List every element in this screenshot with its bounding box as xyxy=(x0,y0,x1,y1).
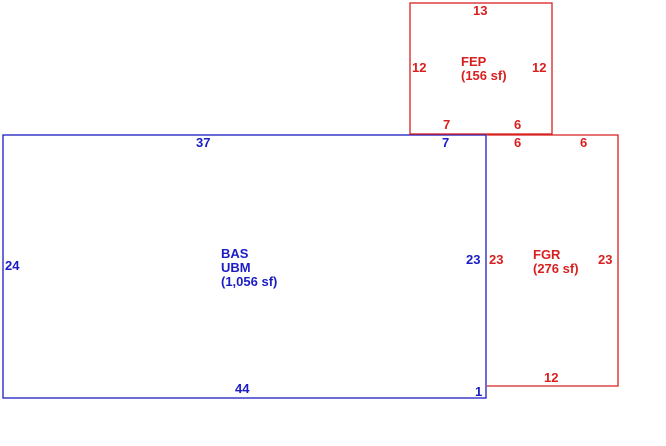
dim-fep-top: 13 xyxy=(473,3,488,18)
dim-fep-left: 12 xyxy=(412,60,427,75)
dim-bas-bottom: 44 xyxy=(235,381,250,396)
dim-fgr-right: 23 xyxy=(598,252,613,267)
dim-fgr-top-left: 6 xyxy=(514,135,522,150)
dim-fep-bottom-left: 7 xyxy=(443,117,451,132)
fgr-code: FGR xyxy=(533,247,561,262)
bas-outline xyxy=(2,134,487,399)
bas-subcode: UBM xyxy=(221,260,251,275)
dim-bas-right: 23 xyxy=(466,252,481,267)
dim-fep-bottom-right: 6 xyxy=(514,117,522,132)
bas-area: (1,056 sf) xyxy=(221,274,278,289)
fgr-outline xyxy=(487,134,619,387)
dim-fep-right: 12 xyxy=(532,60,547,75)
fep-area: (156 sf) xyxy=(461,68,507,83)
dim-fgr-top-right: 6 xyxy=(580,135,588,150)
bas-code: BAS xyxy=(221,246,249,261)
dim-fgr-left: 23 xyxy=(489,252,504,267)
fep-outline xyxy=(409,2,553,135)
fgr-area: (276 sf) xyxy=(533,261,579,276)
dim-bas-top-right: 7 xyxy=(442,135,450,150)
fep-code: FEP xyxy=(461,54,487,69)
dim-bas-top: 37 xyxy=(196,135,211,150)
dim-bas-left: 24 xyxy=(5,258,20,273)
dim-bas-bottom-right: 1 xyxy=(475,384,483,399)
dim-fgr-bottom: 12 xyxy=(544,370,559,385)
